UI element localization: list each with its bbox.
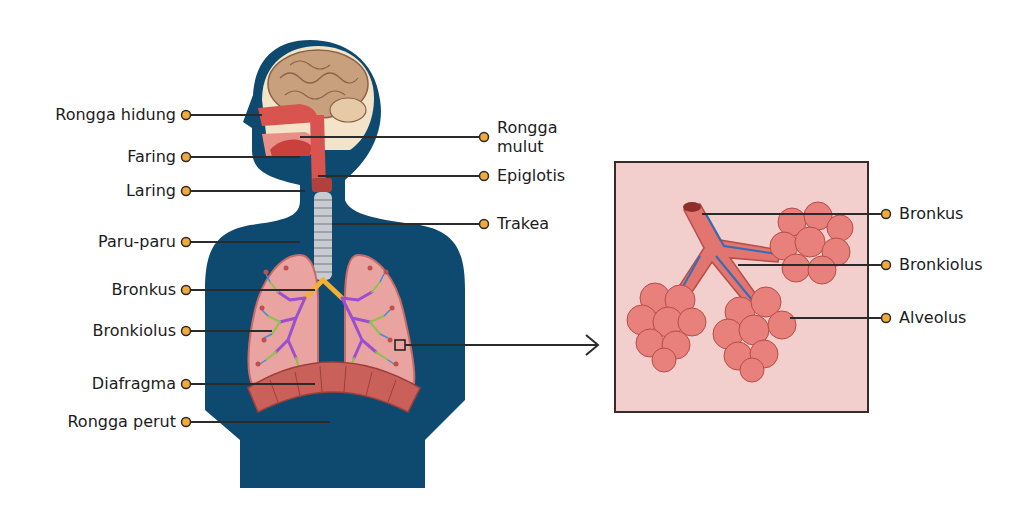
part-label: Diafragma [92, 374, 176, 393]
leader-dots [182, 111, 891, 427]
diaphragm [248, 362, 420, 412]
bronchus-opening [683, 202, 701, 212]
part-label: Alveolus [899, 308, 966, 327]
tongue [270, 140, 312, 156]
leader-lines [186, 115, 886, 422]
part-label: Faring [127, 147, 176, 166]
alveoli-cluster-left [627, 283, 706, 372]
brain-folds [280, 61, 358, 99]
cerebellum [330, 98, 366, 122]
bronchioles-purple [276, 292, 376, 358]
trachea-rings [314, 200, 332, 272]
part-label: Bronkiolus [92, 321, 176, 340]
part-label: Epiglotis [497, 166, 565, 185]
part-label: Trakea [497, 214, 549, 233]
zoom-arrow [405, 335, 598, 355]
bronchioles-green [266, 282, 388, 372]
part-label: Bronkus [112, 280, 176, 299]
trachea [314, 192, 332, 280]
part-label: Rongga perut [67, 412, 176, 431]
oral-cavity [262, 132, 315, 156]
part-label: Laring [126, 181, 176, 200]
part-label: Bronkiolus [899, 255, 983, 274]
alveoli-cluster-bottom [713, 287, 796, 382]
inset-box [615, 162, 868, 412]
bronchioles-blue [260, 274, 394, 364]
blood-vessels [680, 214, 790, 300]
larynx [312, 178, 332, 192]
zoom-marker [395, 340, 405, 350]
part-label: Rongga hidung [55, 105, 176, 124]
body-silhouette [205, 40, 465, 488]
part-label: Paru-paru [98, 232, 176, 251]
part-label: Rongga mulut [497, 118, 581, 156]
nasal-cavity [258, 104, 318, 126]
part-label: Bronkus [899, 204, 963, 223]
